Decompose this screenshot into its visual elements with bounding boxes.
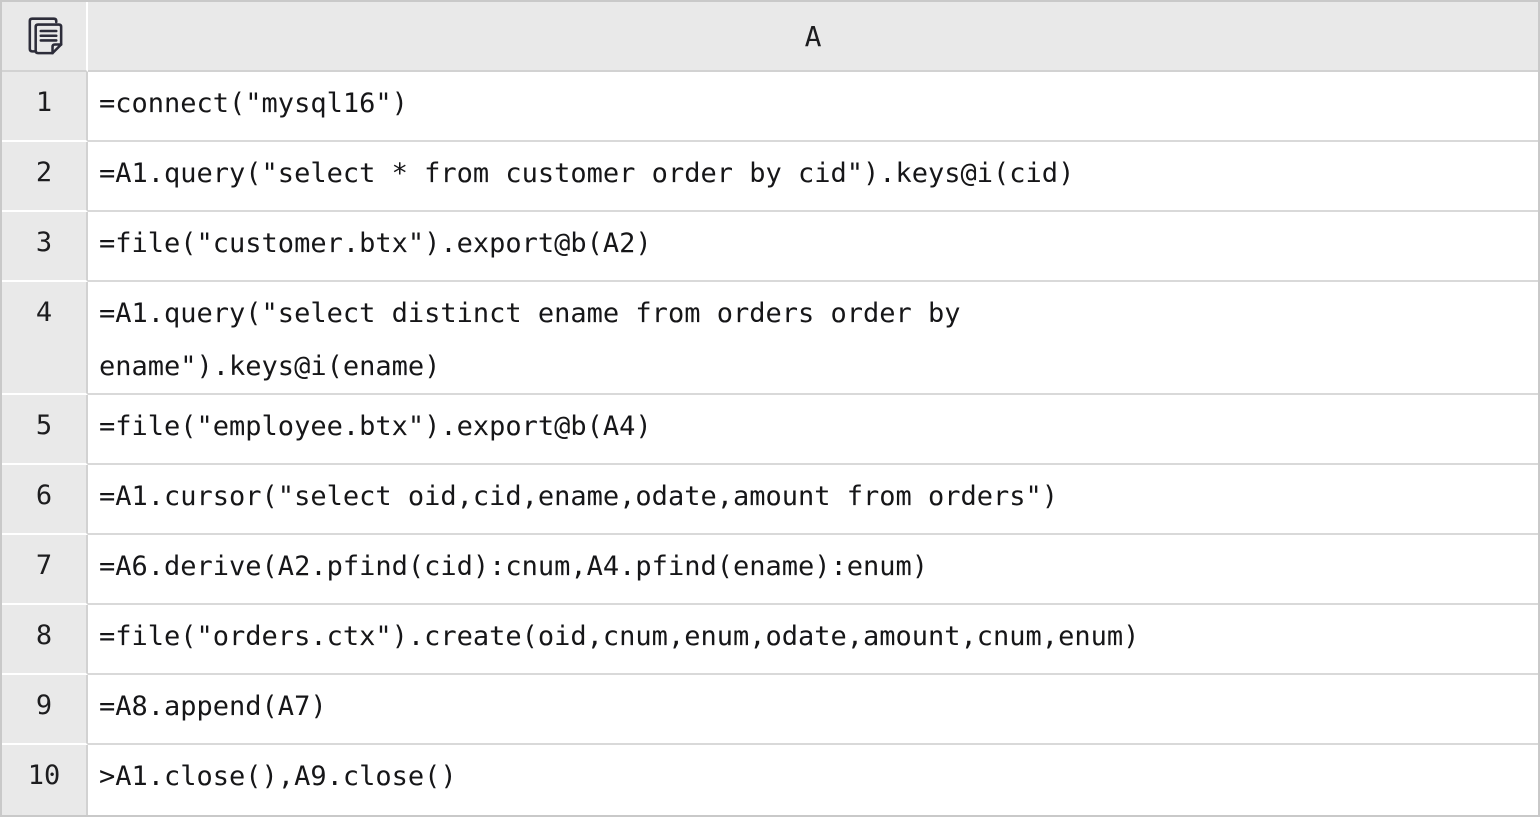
column-header-a[interactable]: A bbox=[88, 2, 1538, 72]
grid-row-4: 4 =A1.query("select distinct ename from … bbox=[2, 282, 1538, 395]
grid-row-5: 5 =file("employee.btx").export@b(A4) bbox=[2, 395, 1538, 465]
grid-row-9: 9 =A8.append(A7) bbox=[2, 675, 1538, 745]
select-all-corner[interactable] bbox=[2, 2, 88, 72]
cell-A1[interactable]: =connect("mysql16") bbox=[88, 72, 1538, 142]
grid-row-6: 6 =A1.cursor("select oid,cid,ename,odate… bbox=[2, 465, 1538, 535]
cell-A9[interactable]: =A8.append(A7) bbox=[88, 675, 1538, 745]
row-header-3[interactable]: 3 bbox=[2, 212, 88, 282]
row-header-8[interactable]: 8 bbox=[2, 605, 88, 675]
grid-row-7: 7 =A6.derive(A2.pfind(cid):cnum,A4.pfind… bbox=[2, 535, 1538, 605]
cell-A4[interactable]: =A1.query("select distinct ename from or… bbox=[88, 282, 1538, 395]
row-header-5[interactable]: 5 bbox=[2, 395, 88, 465]
grid-row-8: 8 =file("orders.ctx").create(oid,cnum,en… bbox=[2, 605, 1538, 675]
cell-A3[interactable]: =file("customer.btx").export@b(A2) bbox=[88, 212, 1538, 282]
row-header-1[interactable]: 1 bbox=[2, 72, 88, 142]
spreadsheet-table: A 1 =connect("mysql16") 2 =A1.query("sel… bbox=[0, 0, 1540, 817]
row-header-6[interactable]: 6 bbox=[2, 465, 88, 535]
grid-row-10: 10 >A1.close(),A9.close() bbox=[2, 745, 1538, 815]
grid-row-1: 1 =connect("mysql16") bbox=[2, 72, 1538, 142]
copy-pages-icon bbox=[28, 16, 62, 54]
cell-A2[interactable]: =A1.query("select * from customer order … bbox=[88, 142, 1538, 212]
row-header-9[interactable]: 9 bbox=[2, 675, 88, 745]
cell-A5[interactable]: =file("employee.btx").export@b(A4) bbox=[88, 395, 1538, 465]
row-header-7[interactable]: 7 bbox=[2, 535, 88, 605]
cell-A7[interactable]: =A6.derive(A2.pfind(cid):cnum,A4.pfind(e… bbox=[88, 535, 1538, 605]
cell-A8[interactable]: =file("orders.ctx").create(oid,cnum,enum… bbox=[88, 605, 1538, 675]
row-header-2[interactable]: 2 bbox=[2, 142, 88, 212]
column-header-row: A bbox=[2, 2, 1538, 72]
cell-A10[interactable]: >A1.close(),A9.close() bbox=[88, 745, 1538, 815]
row-header-10[interactable]: 10 bbox=[2, 745, 88, 815]
row-header-4[interactable]: 4 bbox=[2, 282, 88, 395]
cell-A6[interactable]: =A1.cursor("select oid,cid,ename,odate,a… bbox=[88, 465, 1538, 535]
grid-row-3: 3 =file("customer.btx").export@b(A2) bbox=[2, 212, 1538, 282]
grid-row-2: 2 =A1.query("select * from customer orde… bbox=[2, 142, 1538, 212]
